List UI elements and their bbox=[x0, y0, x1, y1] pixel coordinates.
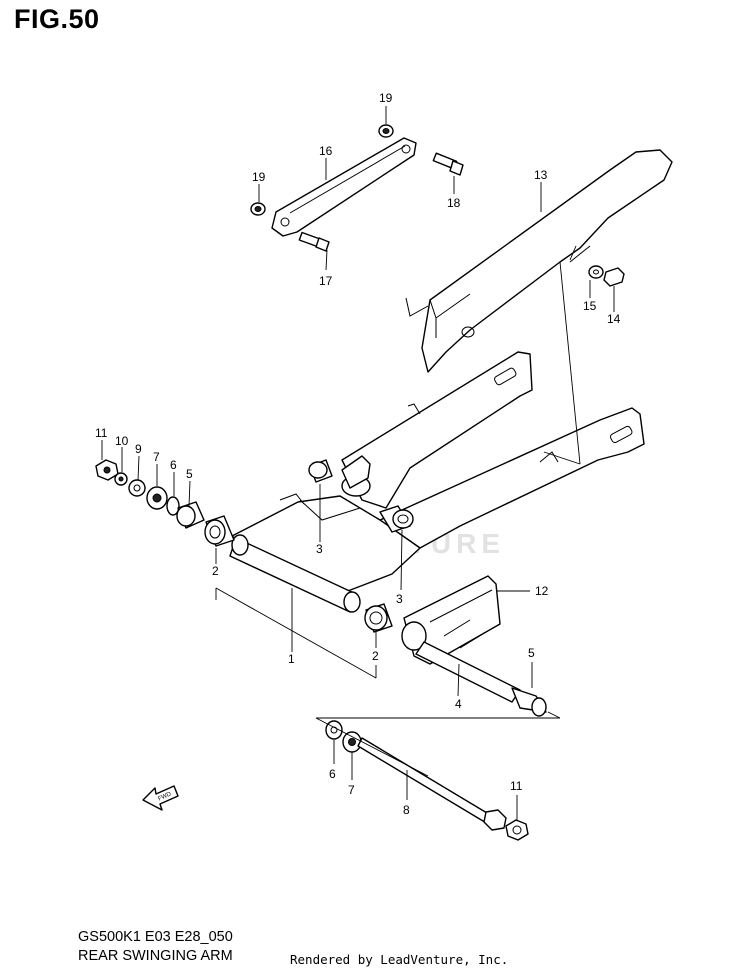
fwd-arrow-icon: FWD bbox=[142, 785, 179, 811]
render-credit: Rendered by LeadVenture, Inc. bbox=[290, 952, 509, 967]
callout-12: 12 bbox=[535, 584, 549, 598]
callout-19-upper: 19 bbox=[379, 91, 393, 105]
part-5-bushing-left bbox=[176, 501, 205, 529]
callout-3-upper: 3 bbox=[316, 542, 323, 556]
part-19-nut-left bbox=[250, 202, 266, 216]
part-6-washer-left bbox=[166, 496, 180, 516]
callout-17: 17 bbox=[319, 274, 333, 288]
callout-2-left: 2 bbox=[212, 564, 219, 578]
callout-7-left: 7 bbox=[153, 450, 160, 464]
callout-5-left: 5 bbox=[186, 467, 193, 481]
part-14-bolt bbox=[603, 267, 625, 287]
callout-19-left: 19 bbox=[252, 170, 266, 184]
callout-18: 18 bbox=[447, 196, 461, 210]
part-8-pivot-shaft bbox=[357, 737, 507, 831]
model-code: GS500K1 E03 E28_050 bbox=[78, 929, 233, 945]
callout-13: 13 bbox=[534, 168, 548, 182]
part-3-bushing-lower bbox=[379, 505, 414, 533]
part-11-nut-axle bbox=[505, 819, 529, 841]
callout-6-left: 6 bbox=[170, 458, 177, 472]
callout-7-axle: 7 bbox=[348, 783, 355, 797]
part-18-bolt bbox=[432, 152, 464, 176]
part-9-spacer bbox=[128, 479, 146, 497]
part-10-washer bbox=[114, 472, 128, 486]
part-13-chain-case bbox=[421, 149, 673, 373]
part-2-bearing-right bbox=[364, 603, 393, 633]
callout-4: 4 bbox=[455, 697, 462, 711]
part-7-washer-axle bbox=[342, 731, 362, 753]
callout-15: 15 bbox=[583, 299, 597, 313]
callout-11-left: 11 bbox=[95, 426, 108, 440]
callout-11-axle: 11 bbox=[510, 779, 523, 793]
callout-16: 16 bbox=[319, 144, 333, 158]
part-15-washer bbox=[588, 265, 604, 279]
part-4-sleeve bbox=[401, 621, 521, 703]
callout-2-right: 2 bbox=[372, 649, 379, 663]
part-5-spacer-right bbox=[511, 687, 547, 717]
part-2-bearing-left bbox=[204, 515, 235, 547]
callout-10: 10 bbox=[115, 434, 129, 448]
leader-lines bbox=[101, 106, 615, 820]
part-17-bolt bbox=[298, 231, 330, 252]
diagram-caption: REAR SWINGING ARM bbox=[78, 948, 233, 964]
part-16-torque-link bbox=[271, 137, 417, 237]
callout-8: 8 bbox=[403, 803, 410, 817]
fwd-label: FWD bbox=[157, 791, 173, 802]
callout-6-axle: 6 bbox=[329, 767, 336, 781]
callout-14: 14 bbox=[607, 312, 621, 326]
part-12-chain-buffer bbox=[403, 575, 501, 665]
callout-3-lower: 3 bbox=[396, 592, 403, 606]
callout-1: 1 bbox=[288, 652, 295, 666]
figure-title: FIG.50 bbox=[14, 4, 100, 34]
part-7-washer-left bbox=[146, 486, 168, 510]
part-19-nut-upper bbox=[378, 124, 394, 138]
callout-5-right: 5 bbox=[528, 646, 535, 660]
part-3-bushing-upper bbox=[308, 459, 333, 483]
callout-9: 9 bbox=[135, 442, 142, 456]
